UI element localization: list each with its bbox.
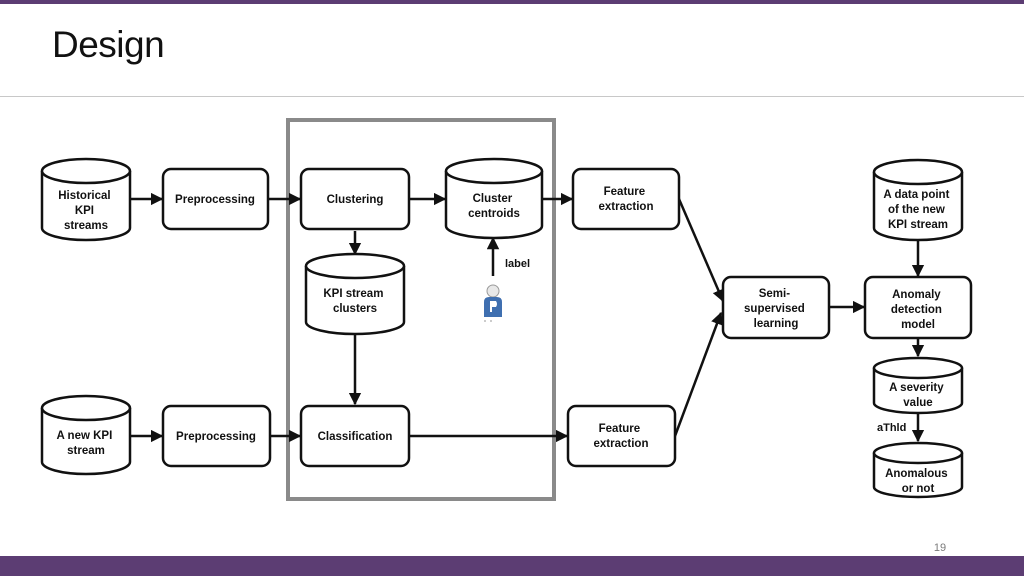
node-feature-extraction-top: Feature extraction (571, 167, 681, 231)
node-preprocessing-bottom: Preprocessing (161, 404, 272, 468)
svg-text:Anomaly detection: Anomaly detection model (891, 289, 945, 331)
node-classification: Classification (299, 404, 411, 468)
svg-text:label: label (505, 258, 530, 270)
node-historical-kpi-streams: Historical KPI streams (40, 157, 132, 242)
svg-text:A severity value: A severity value (889, 382, 947, 409)
label-annotation: label (505, 258, 530, 270)
svg-text:Clustering: Clustering (327, 194, 384, 206)
node-kpi-stream-clusters: KPI stream clusters (304, 252, 406, 336)
page-number: 19 (933, 542, 947, 554)
svg-text:A new KPI stream: A new KPI stream (56, 430, 115, 457)
node-severity-value: A severity value (872, 356, 964, 415)
threshold-annotation: aThld (877, 422, 906, 434)
node-preprocessing-top: Preprocessing (161, 167, 270, 231)
person-icon (484, 284, 502, 322)
node-new-kpi-stream: A new KPI stream (40, 394, 132, 476)
clustering-group-frame (286, 118, 556, 501)
svg-text:Classification: Classification (318, 431, 393, 443)
node-anomaly-detection-model: Anomaly detection model (863, 275, 973, 340)
svg-text:KPI stream clusters: KPI stream clusters (323, 288, 386, 315)
svg-text:Preprocessing: Preprocessing (176, 431, 256, 443)
node-anomalous-or-not: Anomalous or not (872, 441, 964, 499)
bottom-accent-bar (0, 556, 1024, 576)
arrow-feature-bottom-to-semi (673, 311, 723, 437)
node-new-data-point: A data point of the new KPI stream (872, 158, 964, 242)
svg-text:Feature extraction: Feature extraction (599, 186, 654, 213)
svg-text:Preprocessing: Preprocessing (175, 194, 255, 206)
svg-text:Semi- supervised l: Semi- supervised learning (744, 288, 808, 330)
svg-text:Feature extraction: Feature extraction (594, 423, 649, 450)
svg-text:Anomalous or not: Anomalous or not (885, 468, 951, 495)
svg-text:Cluster centroids: Cluster centroids (468, 193, 520, 220)
svg-text:aThld: aThld (877, 422, 906, 434)
title-divider (0, 96, 1024, 97)
svg-text:Historical KPI str: Historical KPI streams (58, 190, 114, 232)
node-clustering: Clustering (299, 167, 411, 231)
node-semi-supervised-learning: Semi- supervised learning (721, 275, 831, 340)
slide-title: Design (52, 24, 165, 65)
svg-text:A data point of the new: A data point of the new KPI stream (883, 189, 952, 231)
arrows (131, 192, 925, 443)
node-cluster-centroids: Cluster centroids (444, 157, 544, 240)
top-accent-bar (0, 0, 1024, 4)
arrow-feature-top-to-semi (677, 198, 725, 303)
node-feature-extraction-bottom: Feature extraction (566, 404, 677, 468)
